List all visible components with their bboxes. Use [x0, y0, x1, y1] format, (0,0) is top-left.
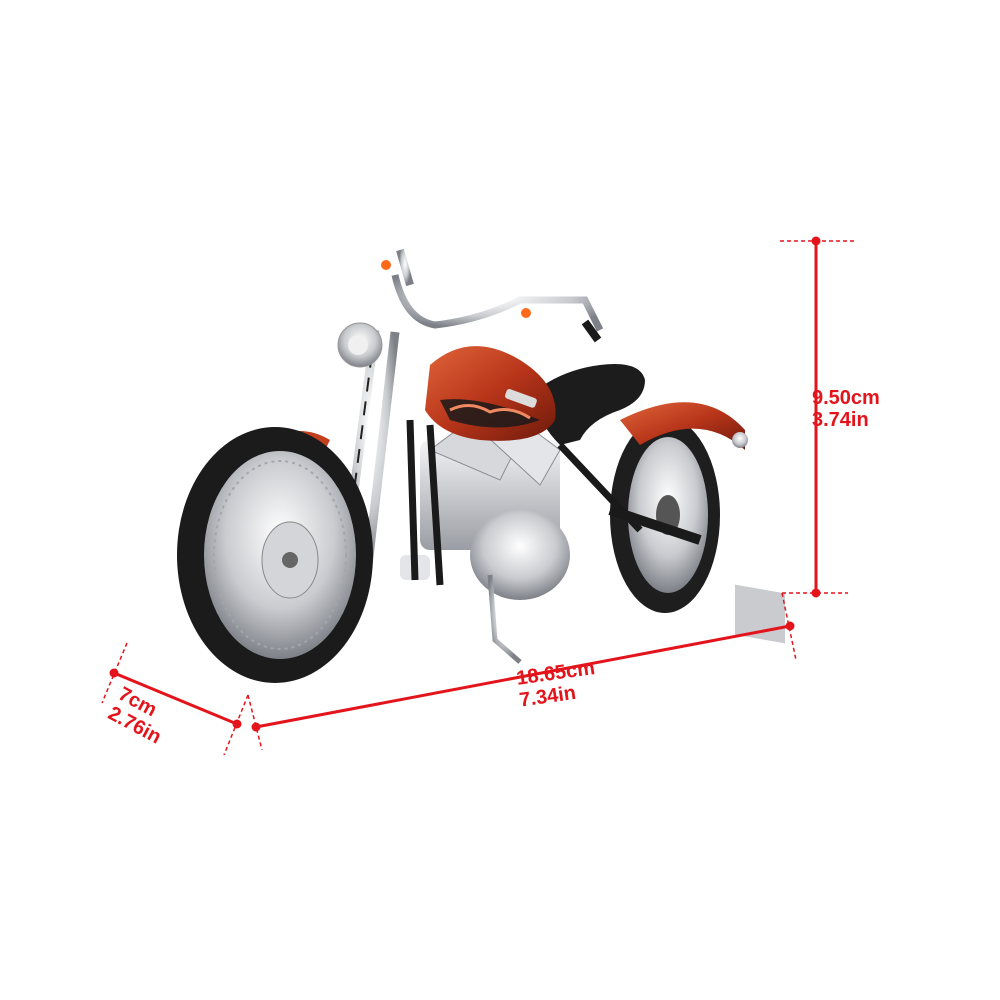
handlebar [391, 274, 604, 332]
turn-signal-right [521, 308, 531, 318]
motorcycle-model [177, 248, 785, 683]
front-wheel [177, 427, 373, 683]
engine [400, 419, 570, 600]
height-dimension-label: 9.50cm 3.74in [812, 387, 880, 431]
seat [530, 364, 645, 445]
height-imperial: 3.74in [812, 409, 869, 431]
fuel-tank [425, 346, 556, 441]
turn-signal-left [381, 260, 391, 270]
rear-fender [620, 402, 745, 450]
dimension-length [247, 592, 797, 751]
rear-wheel [610, 417, 720, 613]
dimension-height [780, 236, 856, 598]
height-metric: 9.50cm [812, 387, 880, 409]
dimension-width [101, 642, 249, 756]
swingarm [608, 505, 702, 545]
kickstand [487, 574, 522, 664]
